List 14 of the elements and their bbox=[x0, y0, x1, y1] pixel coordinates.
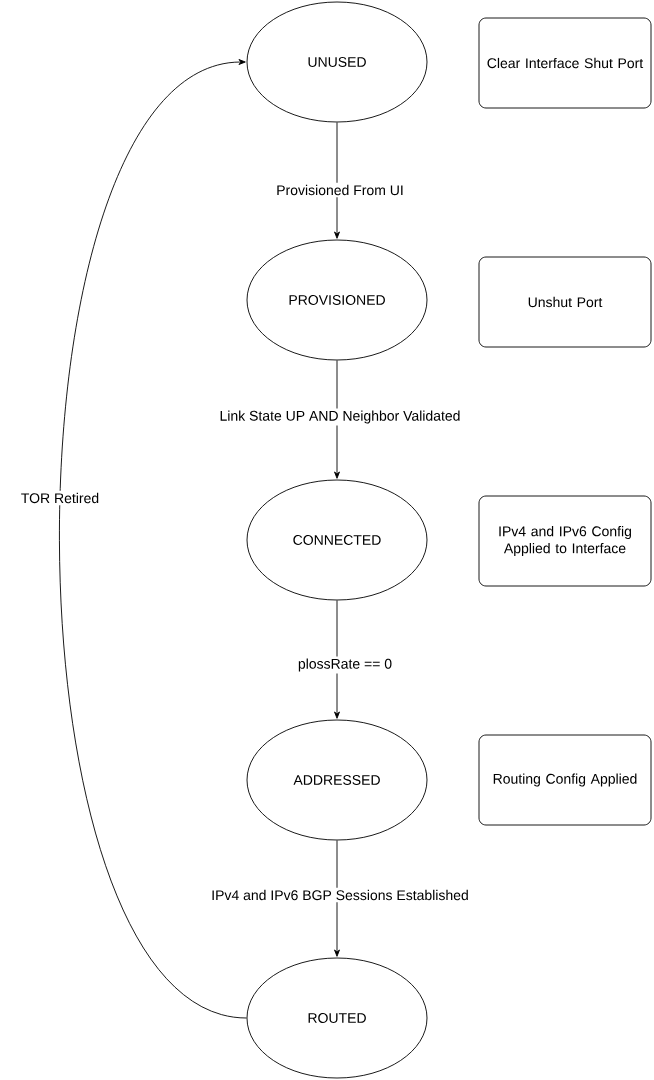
action-box: Routing Config Applied bbox=[478, 734, 652, 826]
arrow bbox=[334, 122, 340, 239]
edge-label: TOR Retired bbox=[18, 490, 102, 506]
arrow bbox=[334, 840, 340, 957]
action-box: Unshut Port bbox=[478, 256, 652, 348]
arrow bbox=[58, 59, 247, 1019]
edge-label: IPv4 and IPv6 BGP Sessions Established bbox=[209, 887, 471, 903]
action-box: IPv4 and IPv6 Config Applied to Interface bbox=[478, 495, 652, 587]
edge-label: Provisioned From UI bbox=[274, 182, 406, 198]
edge-label: plossRate == 0 bbox=[295, 656, 395, 674]
arrow bbox=[334, 600, 340, 719]
arrow bbox=[334, 360, 340, 479]
action-box: Clear Interface Shut Port bbox=[478, 17, 652, 109]
edge-label: Link State UP AND Neighbor Validated bbox=[217, 408, 463, 426]
